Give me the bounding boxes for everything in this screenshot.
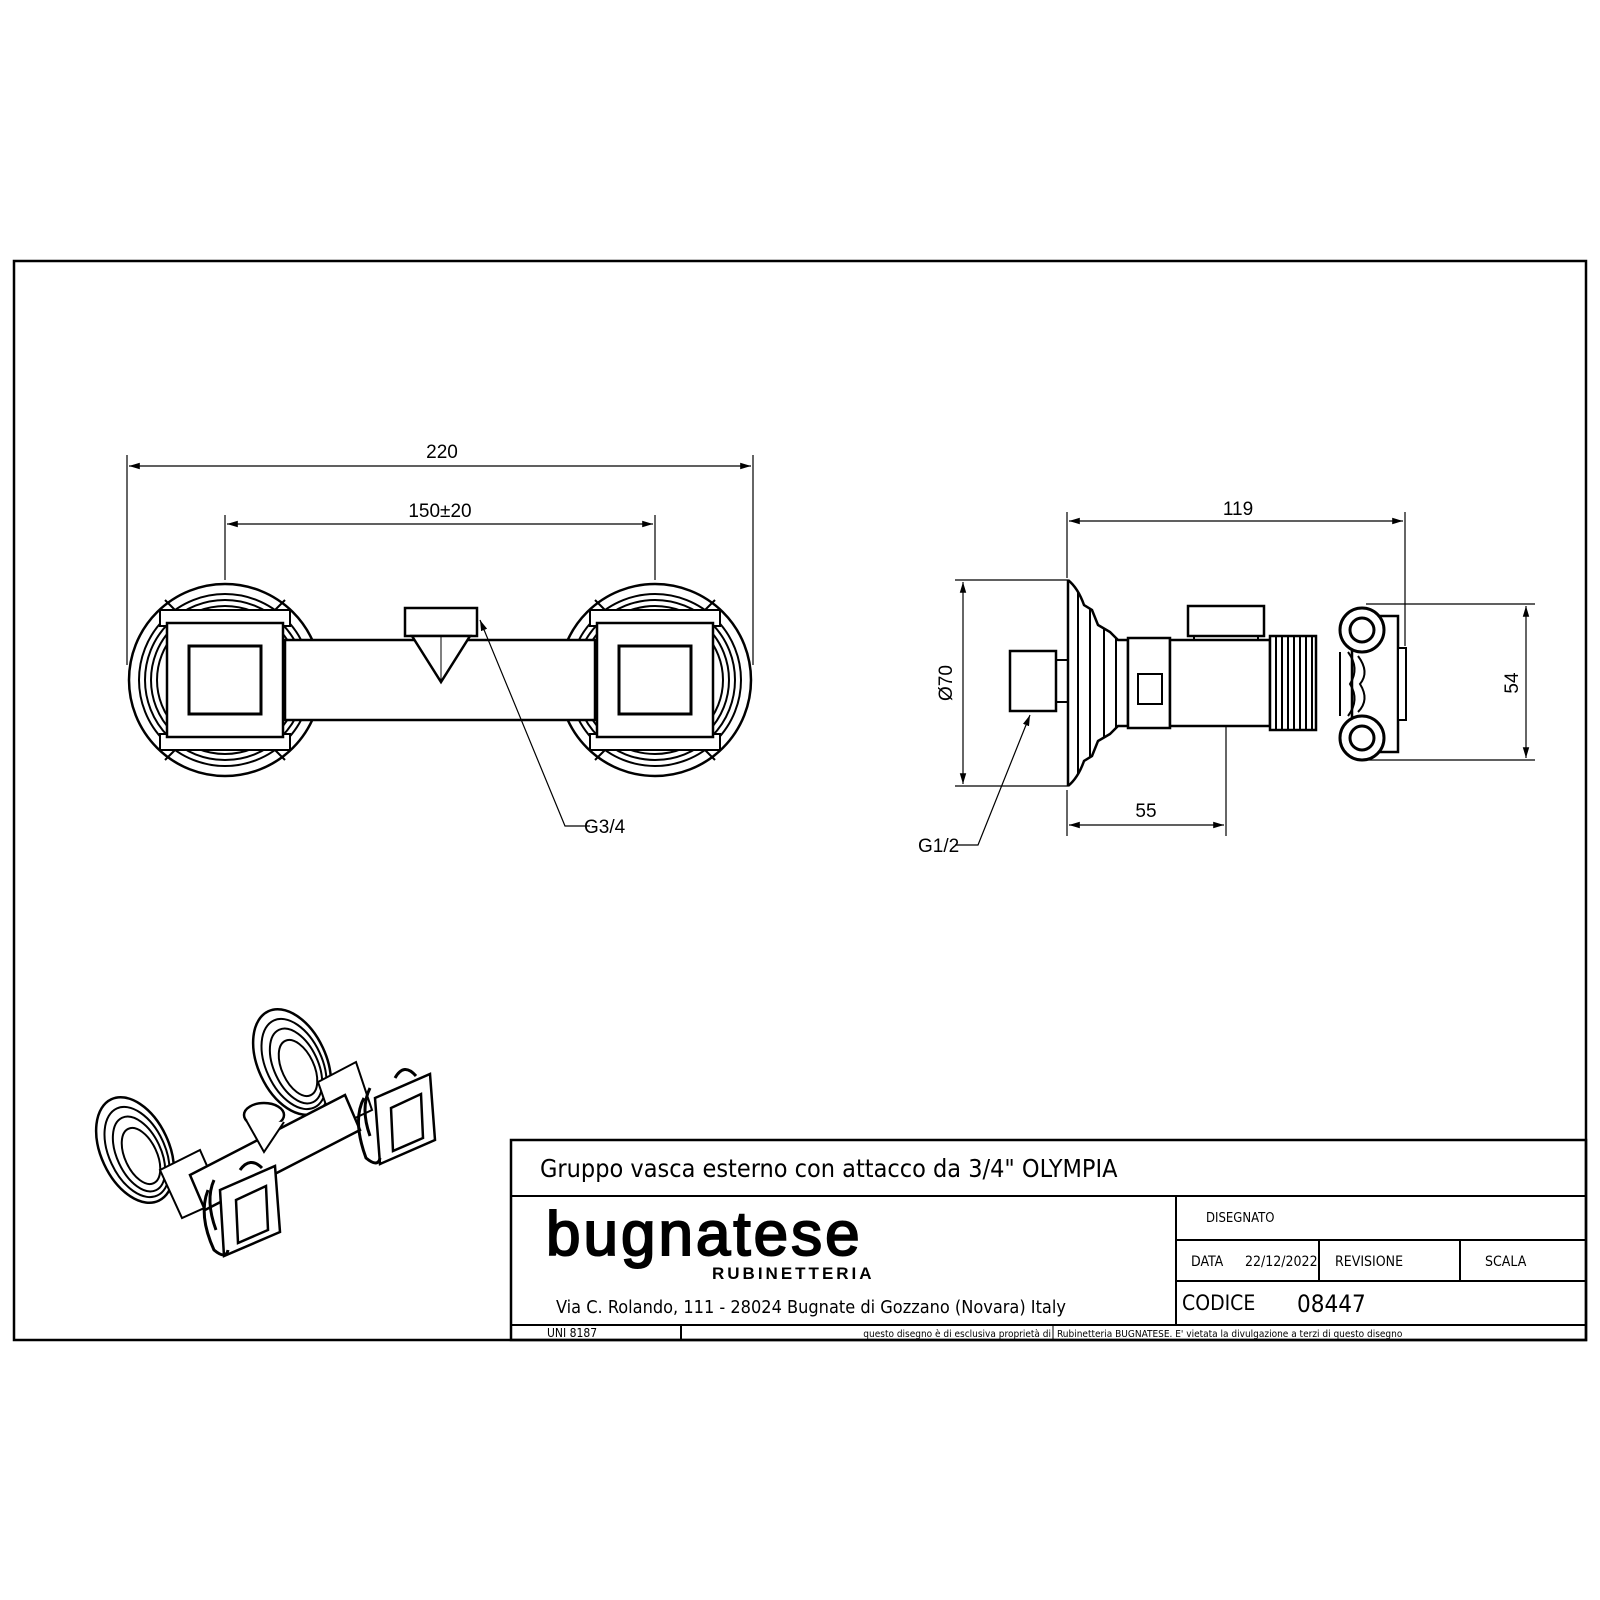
dim-side-offset: 55 [1135, 801, 1156, 822]
isometric-view [94, 1008, 437, 1258]
side-volute-handle [1338, 606, 1407, 762]
drawing-title: Gruppo vasca esterno con attacco da 3/4"… [540, 1154, 1118, 1183]
side-inlet [1008, 649, 1068, 713]
dim-side-diameter: Ø70 [936, 665, 957, 701]
side-escutcheon [1066, 579, 1130, 787]
side-spindle [1268, 634, 1318, 732]
revisione-label: REVISIONE [1335, 1254, 1403, 1270]
dim-front-centers: 150±20 [408, 501, 471, 522]
codice-value: 08447 [1297, 1290, 1366, 1318]
codice-label: CODICE [1182, 1291, 1255, 1315]
front-right-handle [589, 599, 721, 761]
data-value: 22/12/2022 [1245, 1254, 1318, 1270]
dim-side-connection: G1/2 [918, 836, 959, 857]
dim-front-connection: G3/4 [584, 817, 626, 838]
side-body [1126, 604, 1272, 836]
scala-label: SCALA [1485, 1254, 1527, 1270]
data-label: DATA [1191, 1254, 1224, 1270]
ownership-notice-left: questo disegno è di esclusiva proprietà … [863, 1328, 1051, 1340]
dim-side-depth: 119 [1223, 499, 1253, 520]
standard-reference: UNI 8187 [547, 1326, 597, 1340]
front-outlet [403, 606, 479, 685]
side-view [1008, 579, 1407, 836]
title-block [509, 1138, 1588, 1342]
side-dimensions [955, 512, 1535, 846]
company-address: Via C. Rolando, 111 - 28024 Bugnate di G… [556, 1297, 1066, 1318]
front-left-handle [159, 599, 291, 761]
front-dimensions [126, 455, 754, 827]
dim-side-height: 54 [1502, 672, 1523, 694]
dim-front-overall: 220 [426, 442, 458, 463]
brand-subtitle: RUBINETTERIA [712, 1264, 875, 1283]
ownership-notice-right: Rubinetteria BUGNATESE. E' vietata la di… [1057, 1329, 1403, 1340]
front-view [127, 582, 753, 778]
disegnato-label: DISEGNATO [1206, 1211, 1274, 1226]
brand-logo: bugnatese [546, 1200, 863, 1269]
